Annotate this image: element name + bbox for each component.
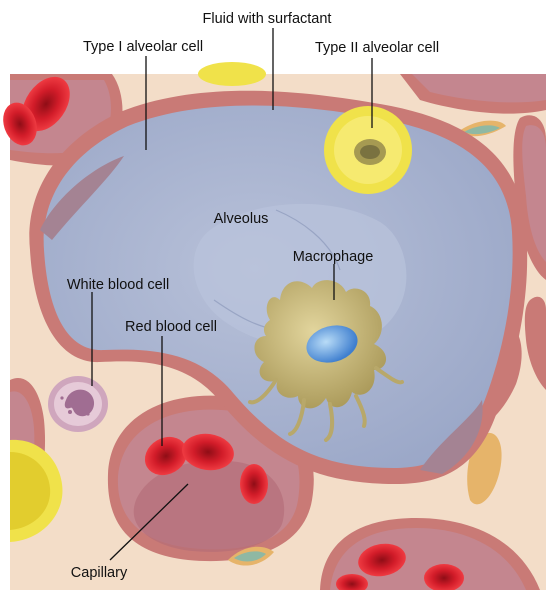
label-alveolus: Alveolus	[214, 211, 269, 227]
type-ii-alveolar-cell	[324, 106, 412, 194]
labels: Fluid with surfactant Type I alveolar ce…	[67, 11, 439, 581]
label-fluid-with-surfactant: Fluid with surfactant	[203, 11, 332, 27]
white-blood-cell	[48, 376, 108, 432]
leader-lines	[91, 28, 373, 561]
leader-capillary	[109, 483, 189, 561]
label-macrophage: Macrophage	[293, 249, 374, 265]
capillary-bottom-right	[320, 518, 540, 590]
label-type-i-alveolar-cell: Type I alveolar cell	[83, 39, 203, 55]
label-red-blood-cell: Red blood cell	[125, 319, 217, 335]
tissue-illustration	[3, 62, 546, 590]
label-white-blood-cell: White blood cell	[67, 277, 169, 293]
label-capillary: Capillary	[71, 565, 128, 581]
type-ii-cell-bottom-left	[10, 439, 63, 542]
label-type-ii-alveolar-cell: Type II alveolar cell	[315, 40, 439, 56]
macrophage	[248, 280, 404, 442]
